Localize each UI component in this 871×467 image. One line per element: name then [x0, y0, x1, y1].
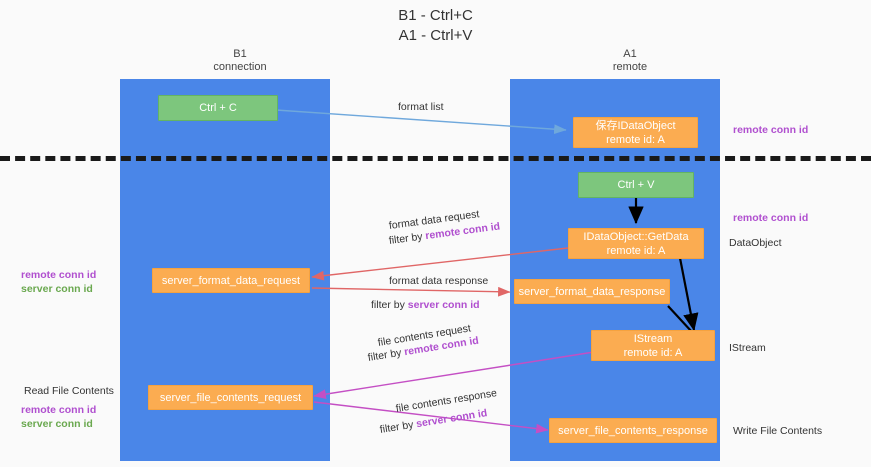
filter-prefix: filter by	[371, 299, 408, 311]
annotation-left-read-file-contents: Read File Contents	[24, 385, 114, 397]
node-server-format-data-request[interactable]: server_format_data_request	[152, 268, 310, 293]
node-istream-label: IStream	[633, 332, 673, 345]
annotation-left-remote-conn-bot: remote conn id	[21, 404, 97, 416]
filter-prefix: filter by	[378, 418, 418, 436]
node-server-file-contents-request[interactable]: server_file_contents_request	[148, 385, 313, 410]
node-getdata-sub: remote id: A	[606, 244, 666, 257]
node-ctrl-c-label: Ctrl + C	[199, 102, 237, 114]
diagram-title: B1 - Ctrl+C A1 - Ctrl+V	[0, 6, 871, 46]
node-istream[interactable]: IStream remote id: A	[591, 330, 715, 361]
annotation-right-remote-conn-mid: remote conn id	[733, 212, 809, 224]
node-ctrl-v[interactable]: Ctrl + V	[578, 172, 694, 198]
node-server-file-contents-response[interactable]: server_file_contents_response	[549, 418, 717, 443]
edge-label-format-data-response: format data response	[389, 275, 489, 287]
node-file-resp-label: server_file_contents_response	[558, 424, 708, 437]
filter-key-server-conn-id: server conn id	[407, 299, 480, 311]
annotation-right-remote-conn-top: remote conn id	[733, 124, 809, 136]
lane-a1-name: A1	[623, 48, 637, 60]
node-getdata-label: IDataObject::GetData	[583, 230, 689, 243]
annotation-left-remote-conn-mid: remote conn id	[21, 269, 97, 281]
node-fmt-req-label: server_format_data_request	[161, 274, 301, 287]
edge-label-format-list: format list	[398, 101, 444, 113]
lane-b1-name: B1	[233, 48, 247, 60]
node-file-req-label: server_file_contents_request	[159, 391, 302, 404]
filter-prefix: filter by	[366, 346, 406, 364]
lane-header-b1: B1 connection	[150, 48, 330, 74]
node-ctrl-c[interactable]: Ctrl + C	[158, 95, 278, 121]
lane-b1-role: connection	[213, 61, 267, 73]
annotation-right-dataobject: DataObject	[729, 237, 782, 249]
node-istream-sub: remote id: A	[623, 346, 683, 359]
lane-header-a1: A1 remote	[540, 48, 720, 74]
annotation-left-server-conn-bot: server conn id	[21, 418, 93, 430]
annotation-right-istream: IStream	[729, 342, 766, 354]
annotation-right-write-file-contents: Write File Contents	[733, 425, 823, 437]
filter-prefix: filter by	[388, 230, 427, 247]
title-line-1: B1 - Ctrl+C	[398, 7, 473, 24]
phase-divider	[0, 156, 871, 161]
title-line-2: A1 - Ctrl+V	[398, 27, 473, 44]
lane-a1-role: remote	[612, 61, 648, 73]
node-idataobject-getdata[interactable]: IDataObject::GetData remote id: A	[568, 228, 704, 259]
node-save-idataobject[interactable]: 保存IDataObject remote id: A	[573, 117, 698, 148]
node-fmt-resp-label: server_format_data_response	[518, 285, 666, 298]
node-save-idataobject-label: 保存IDataObject	[595, 119, 676, 132]
node-save-idataobject-sub: remote id: A	[606, 133, 665, 146]
node-server-format-data-response[interactable]: server_format_data_response	[514, 279, 670, 304]
node-ctrl-v-label: Ctrl + V	[617, 179, 655, 191]
annotation-left-server-conn-mid: server conn id	[21, 283, 93, 295]
edge-filter-format-data-response: filter by server conn id	[371, 299, 480, 312]
